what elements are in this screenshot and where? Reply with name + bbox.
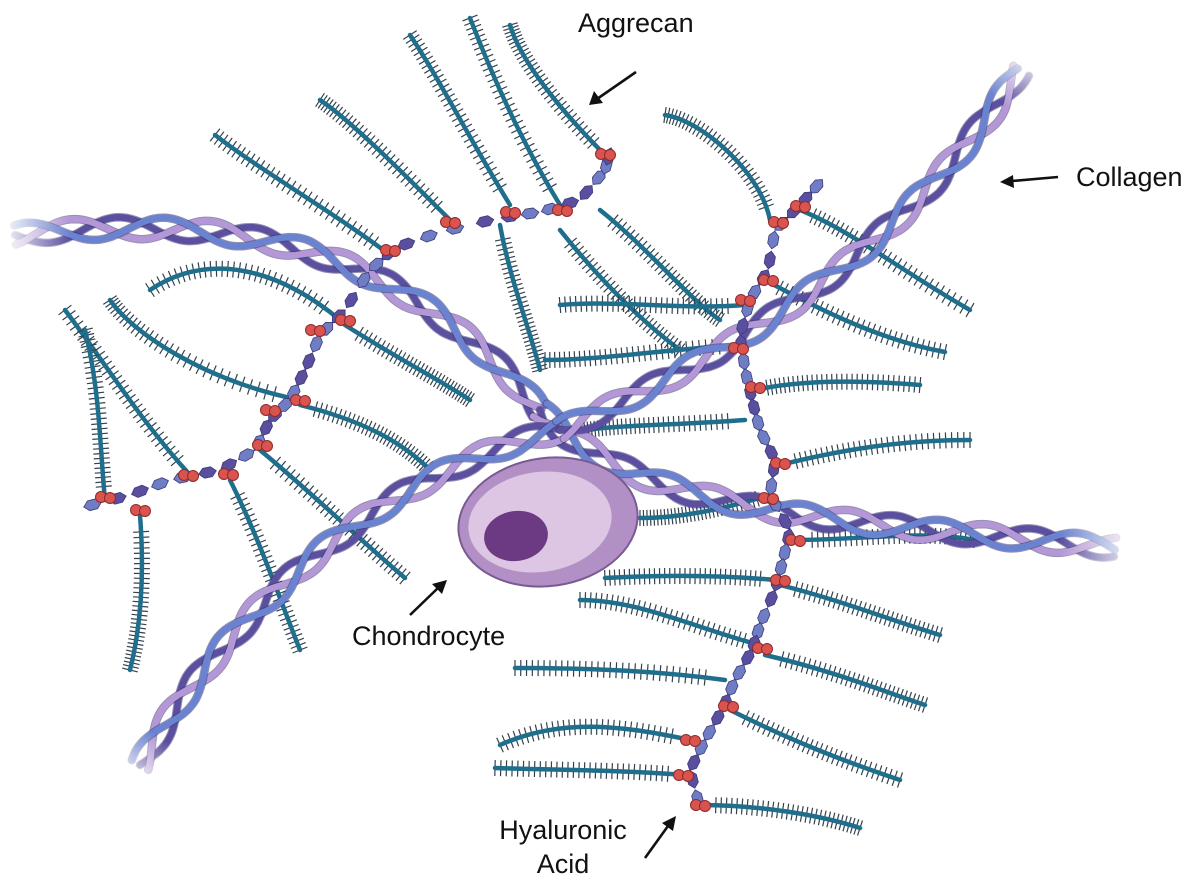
aggrecan-arrow	[589, 72, 636, 105]
aggrecan-chain	[605, 568, 775, 587]
aggrecan-chain	[495, 225, 548, 372]
aggrecan-layer	[59, 15, 977, 836]
aggrecan-chain	[780, 432, 970, 469]
aggrecan-chain	[316, 93, 450, 220]
aggrecan-chain	[559, 296, 745, 315]
aggrecan-chain	[497, 719, 690, 753]
hyaluronic-acid-label: Hyaluronic Acid	[488, 814, 638, 882]
aggrecan-chain	[502, 23, 605, 155]
aggrecan-chain	[495, 760, 685, 782]
aggrecan-chain	[59, 305, 190, 475]
aggrecan-chain	[515, 660, 725, 686]
collagen-layer	[0, 30, 1140, 807]
aggrecan-chain	[146, 261, 340, 320]
aggrecan-chain	[300, 401, 436, 475]
hyaluronic-acid-label-line1: Hyaluronic	[488, 814, 638, 848]
hyaluronic-acid-arrow	[645, 816, 676, 858]
aggrecan-chain	[664, 107, 774, 220]
aggrecan-chain	[765, 651, 928, 712]
aggrecan-chain	[755, 374, 921, 396]
aggrecan-chain	[560, 230, 685, 356]
aggrecan-chain	[122, 515, 150, 672]
aggrecan-chain	[700, 797, 863, 835]
hyaluronic-acid-label-line2: Acid	[488, 848, 638, 882]
collagen-arrow	[1000, 175, 1058, 188]
aggrecan-chain	[730, 710, 903, 788]
aggrecan-chain	[103, 296, 300, 402]
aggrecan-chain	[580, 592, 760, 648]
aggrecan-chain	[780, 581, 942, 642]
chondrocyte-arrow	[410, 580, 447, 615]
aggrecan-chain	[403, 31, 510, 205]
aggrecan-chain	[230, 480, 307, 653]
chondrocyte-label: Chondrocyte	[352, 623, 505, 650]
collagen-label: Collagen	[1076, 164, 1183, 191]
aggrecan-label: Aggrecan	[578, 10, 694, 37]
